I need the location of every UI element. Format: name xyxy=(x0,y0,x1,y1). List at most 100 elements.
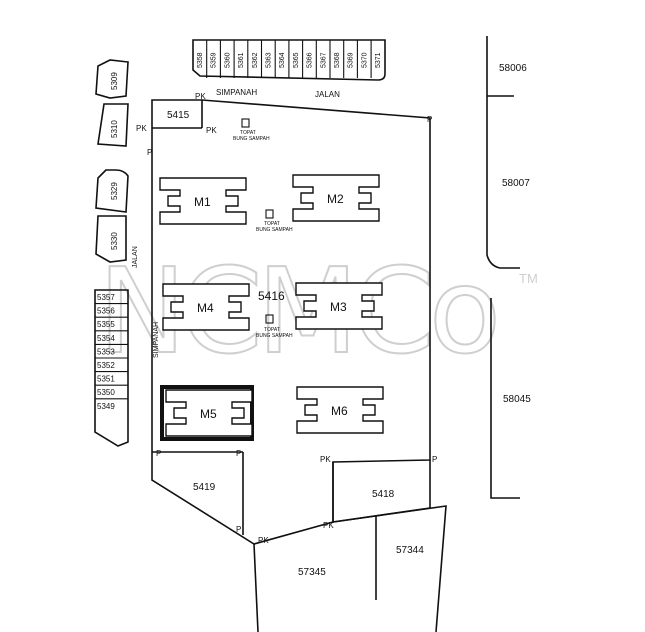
lot-5415: 5415 xyxy=(167,110,190,121)
left-stack-lot-number: 5357 xyxy=(97,293,115,302)
lot-58007: 58007 xyxy=(502,178,530,189)
unit-m6: M6 xyxy=(296,386,384,434)
lot-5329-outline xyxy=(95,169,129,213)
unit-outline xyxy=(296,386,384,434)
left-stack-lot-number: 5355 xyxy=(97,320,115,329)
lot-5416: 5416 xyxy=(258,289,285,303)
unit-label: M2 xyxy=(327,192,344,206)
pk-marker-1: PK xyxy=(195,92,206,101)
bin-3-label-2: BUNG SAMPAH xyxy=(256,333,293,339)
lot-5310-outline xyxy=(97,103,129,147)
left-stack-lot-number: 5351 xyxy=(97,375,115,384)
bin-1-square xyxy=(241,118,250,128)
unit-outline xyxy=(162,283,250,331)
unit-label: M6 xyxy=(331,404,348,418)
unit-m3: M3 xyxy=(295,282,383,330)
unit-highlight-frame xyxy=(160,385,254,441)
p-marker-1: P xyxy=(427,115,432,124)
lot-58045: 58045 xyxy=(503,394,531,405)
road-label-top-simpanah: SIMPANAH xyxy=(216,88,257,97)
unit-outline xyxy=(159,177,247,225)
road-label-top-jalan: JALAN xyxy=(315,90,340,99)
top-lot-number: 5363 xyxy=(266,52,273,68)
unit-m4: M4 xyxy=(162,283,250,331)
left-stack-outline xyxy=(94,289,129,447)
lot-5419: 5419 xyxy=(193,482,216,493)
unit-m5: M5 xyxy=(160,385,254,441)
watermark-trademark: TM xyxy=(519,271,538,286)
top-lot-number: 5368 xyxy=(334,52,341,68)
left-upper-lots: 5309 5310 5329 5330 xyxy=(95,59,129,263)
refuse-bins: TOPAT BUNG SAMPAH TOPAT BUNG SAMPAH TOPA… xyxy=(233,118,293,339)
left-lot-stack: 5357 5356 5355 5354 5353 5352 5351 5350 5349 xyxy=(94,289,129,447)
p-marker-2: P xyxy=(147,148,152,157)
unit-outline xyxy=(165,389,253,437)
bin-1-label-1: TOPAT xyxy=(240,130,256,136)
top-lot-number: 5365 xyxy=(293,52,300,68)
pk-marker-2: PK xyxy=(136,124,147,133)
pk-marker-3: PK xyxy=(206,126,217,135)
p-marker-5: P xyxy=(432,455,437,464)
right-lots: 58006 58007 58045 xyxy=(486,36,531,499)
unit-outline xyxy=(295,282,383,330)
p-marker-3: P xyxy=(156,449,161,458)
p-marker-4: P xyxy=(236,449,241,458)
lot-5418: 5418 xyxy=(372,489,395,500)
lot-5309-outline xyxy=(95,59,129,99)
bin-3-label-1: TOPAT xyxy=(264,327,280,333)
pk-marker-6: PK xyxy=(258,536,269,545)
lot-57345-left xyxy=(253,543,259,632)
left-stack-lot-number: 5349 xyxy=(97,402,115,411)
top-lot-number: 5364 xyxy=(279,52,286,68)
left-stack-lot-number: 5354 xyxy=(97,334,115,343)
bin-2-square xyxy=(265,209,274,219)
lot-5309: 5309 xyxy=(110,72,119,90)
unit-label: M1 xyxy=(194,195,211,209)
site-boundary xyxy=(151,99,447,632)
lot-5330: 5330 xyxy=(110,232,119,250)
right-lot-boundary-upper xyxy=(486,36,520,269)
top-lot-row: 5358 5359 5360 5361 5362 5363 5364 5365 5366 5367… xyxy=(192,39,386,81)
top-lot-number: 5359 xyxy=(211,52,218,68)
watermark: NCMCo TM xyxy=(97,241,538,381)
top-lot-number: 5367 xyxy=(320,52,327,68)
top-lot-number: 5360 xyxy=(224,52,231,68)
bin-2-label-2: BUNG SAMPAH xyxy=(256,227,293,233)
top-lot-number: 5358 xyxy=(197,52,204,68)
right-lot-boundary-lower xyxy=(490,298,520,499)
unit-m1: M1 xyxy=(159,177,247,225)
left-stack-lot-number: 5350 xyxy=(97,388,115,397)
left-stack-lot-number: 5353 xyxy=(97,347,115,356)
top-lot-number: 5370 xyxy=(361,52,368,68)
top-lot-number: 5366 xyxy=(307,52,314,68)
left-stack-lot-number: 5356 xyxy=(97,307,115,316)
lot-57344: 57344 xyxy=(396,545,424,556)
markers: PK PK PK P P P P P PK P PK PK xyxy=(136,92,437,545)
lot-57345: 57345 xyxy=(298,567,326,578)
top-lot-number: 5371 xyxy=(375,52,382,68)
lot-57344-right xyxy=(332,505,447,632)
unit-m2: M2 xyxy=(292,174,380,222)
lot-5329: 5329 xyxy=(110,182,119,200)
road-label-left-jalan: JALAN xyxy=(132,246,139,268)
bin-1-label-2: BUNG SAMPAH xyxy=(233,136,270,142)
top-lot-outline xyxy=(192,39,386,81)
unit-outline xyxy=(292,174,380,222)
unit-label: M5 xyxy=(200,407,217,421)
lot-5330-outline xyxy=(95,215,127,263)
bin-2-label-1: TOPAT xyxy=(264,221,280,227)
top-lot-number: 5361 xyxy=(238,52,245,68)
left-stack-lot-number: 5352 xyxy=(97,361,115,370)
watermark-text: NCMCo xyxy=(98,242,495,380)
road-label-left-simpanah: SIMPANAH xyxy=(153,322,160,358)
top-lot-number: 5362 xyxy=(252,52,259,68)
pk-marker-4: PK xyxy=(320,455,331,464)
bin-3-square xyxy=(265,314,274,324)
lot-58006: 58006 xyxy=(499,63,527,74)
p-marker-6: P xyxy=(236,525,241,534)
unit-label: M3 xyxy=(330,300,347,314)
top-lot-number: 5369 xyxy=(348,52,355,68)
lot-5310: 5310 xyxy=(110,120,119,138)
